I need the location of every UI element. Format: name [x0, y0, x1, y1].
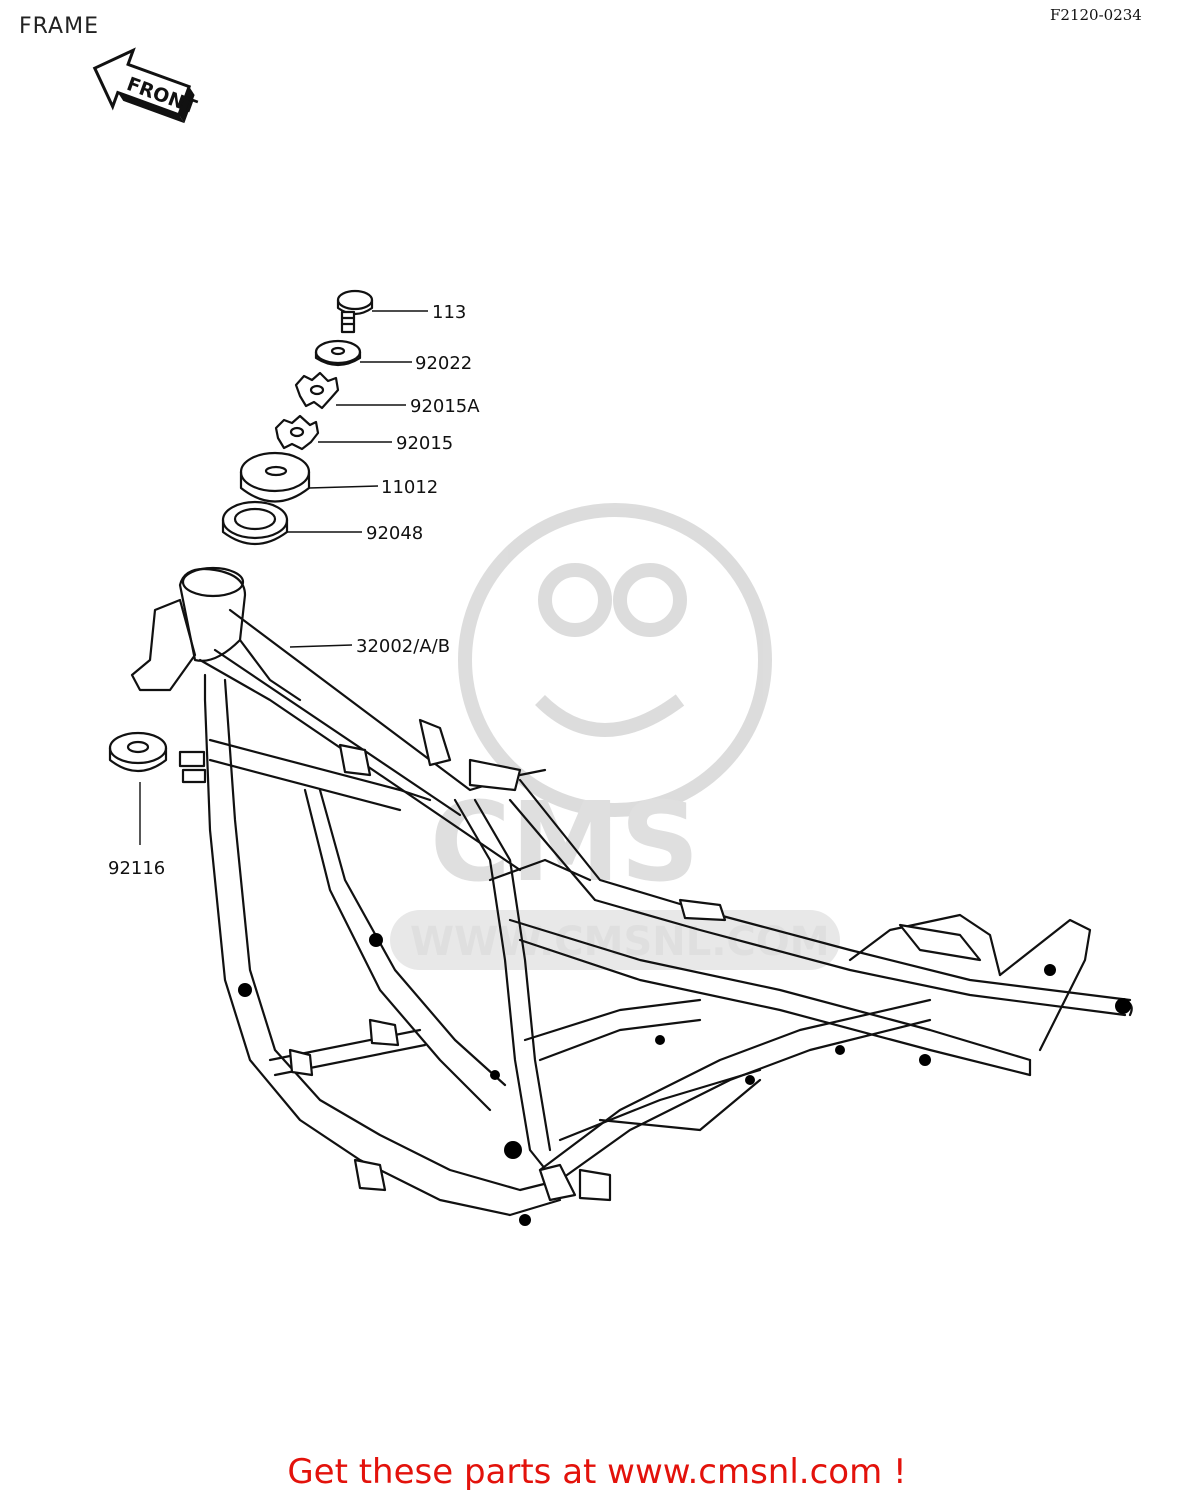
watermark-url: WWW.CMSNL.COM	[410, 919, 830, 965]
bolt-113	[336, 289, 374, 334]
watermark-letters: CMS	[430, 778, 699, 906]
callout-92048: 92048	[366, 523, 423, 544]
watermark-logo: CMS WWW.CMSNL.COM	[390, 503, 840, 970]
washer-92022	[314, 339, 362, 367]
callout-11012: 11012	[381, 477, 438, 498]
damper-11012	[239, 451, 311, 503]
callout-113: 113	[432, 302, 466, 323]
callout-92116: 92116	[108, 858, 165, 879]
frame-32002	[130, 566, 1133, 1226]
diagram-code: F2120-0234	[1050, 6, 1142, 24]
callout-32002-a-b: 32002/A/B	[356, 636, 450, 657]
callout-92015a: 92015A	[410, 396, 480, 417]
callout-92022: 92022	[415, 353, 472, 374]
callout-92015: 92015	[396, 433, 453, 454]
grommet-92116	[108, 731, 168, 772]
footer-link[interactable]: Get these parts at www.cmsnl.com !	[287, 1452, 907, 1492]
lockwasher-92015a	[294, 371, 340, 410]
page-title: FRAME	[19, 14, 99, 39]
lockwasher-92015	[274, 414, 320, 451]
front-arrow-icon: FRONT	[92, 47, 200, 124]
bearing-92048	[221, 500, 289, 545]
leader-lines	[139, 310, 428, 845]
